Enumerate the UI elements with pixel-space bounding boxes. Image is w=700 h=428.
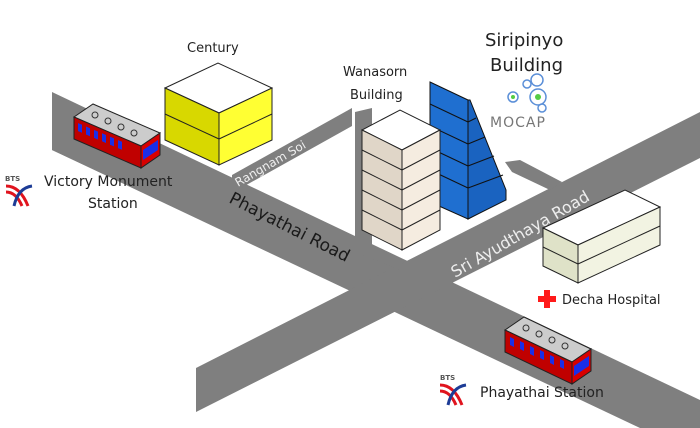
bts-logo-icon: BTS <box>5 175 33 207</box>
siripinyo-building[interactable] <box>429 81 507 220</box>
side-street <box>505 160 562 190</box>
siripinyo-label-line1: Siripinyo <box>485 30 563 51</box>
bts-train-icon <box>504 316 592 385</box>
red-cross-icon <box>538 290 556 308</box>
wanasorn-label-line2: Building <box>350 88 403 103</box>
phayathai-station-label: Phayathai Station <box>480 385 604 401</box>
wanasorn-building[interactable] <box>360 109 442 251</box>
mocap-logo-icon <box>507 73 547 113</box>
decha-hospital-building[interactable] <box>541 189 662 284</box>
bts-logo-text: BTS <box>5 175 20 183</box>
mocap-logo-text: MOCAP <box>490 115 546 131</box>
wanasorn-label-line1: Wanasorn <box>343 65 407 80</box>
century-building[interactable] <box>163 62 274 166</box>
sri-ayudthaya-road <box>196 112 700 412</box>
decha-hospital-label: Decha Hospital <box>562 293 661 308</box>
rangnam-soi <box>232 108 352 193</box>
victory-monument-label-line2: Station <box>88 196 138 212</box>
century-label: Century <box>187 41 239 56</box>
victory-monument-label-line1: Victory Monument <box>44 174 173 190</box>
bts-train-icon <box>72 103 162 169</box>
bts-logo-icon: BTS <box>439 374 467 406</box>
siripinyo-label-line2: Building <box>490 55 563 76</box>
bts-logo-text: BTS <box>440 374 455 382</box>
